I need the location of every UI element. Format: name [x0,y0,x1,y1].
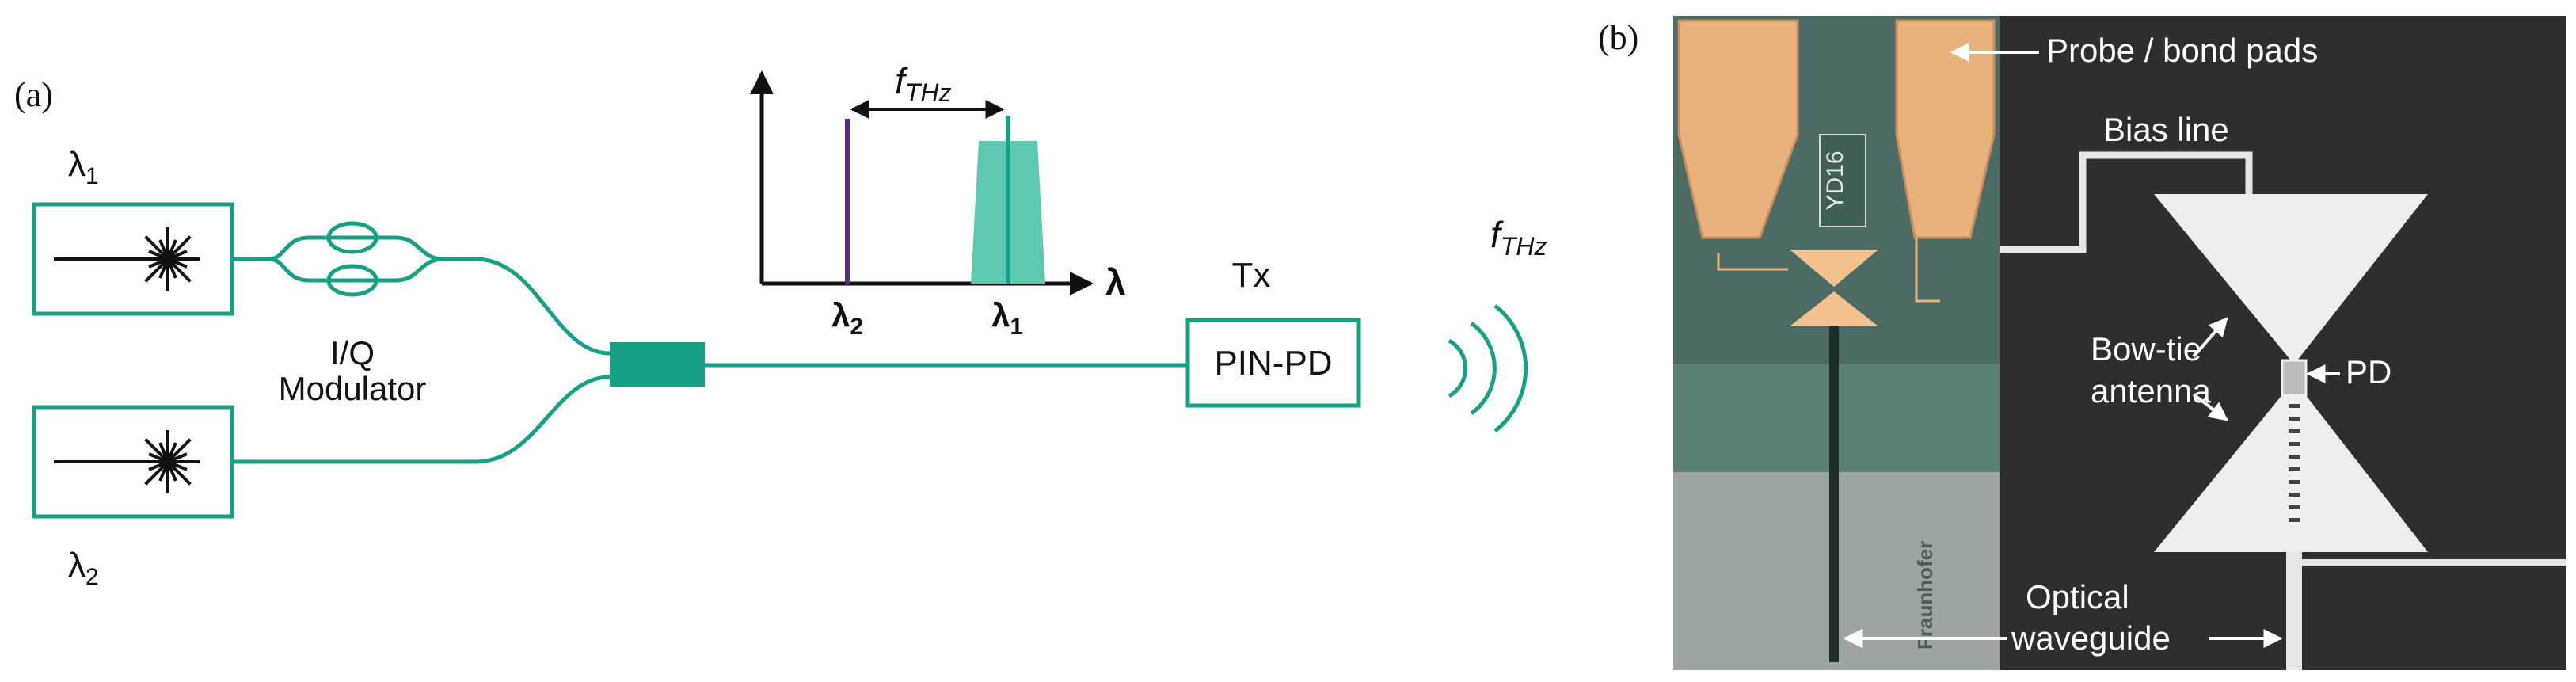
panel-a: (a) λ1 λ2 I/Q Mod [14,60,1547,590]
laser2-label: λ2 [68,546,99,590]
sem-waveguide-segment [2289,404,2300,408]
chip-marking-box [1819,134,1866,227]
sem-optical-waveguide [2286,552,2302,670]
sem-waveguide-segment [2289,455,2300,459]
sem-waveguide-segment [2289,467,2300,471]
spectrum-tick-lambda2: λ2 [831,296,863,340]
tx-label: Tx [1232,256,1271,295]
modulator-label-line2: Modulator [279,370,427,407]
bowtie-arrow-down [2192,393,2228,421]
micrograph-sem [2000,16,2566,670]
waveguide-label-line2: waveguide [2011,619,2171,657]
pin-pd-box [1185,318,1361,408]
fraunhofer-brand: Fraunhofer [1913,541,1937,650]
laser-core [160,454,176,470]
probe-pads-label: Probe / bond pads [2046,32,2318,69]
probe-pad-right [1895,19,1996,239]
panel-b: (b) YD16 Fraunhofer [1598,16,2566,670]
laser2-star-icon [136,430,200,493]
spectrum-axis-label: λ [1105,261,1126,303]
laser1-star-icon [136,227,200,291]
modulator-label-line1: I/Q [330,334,375,371]
bowtie-label-line1: Bow-tie [2091,330,2201,368]
thz-wave-icon [1448,304,1528,432]
thz-label: fTHz [1490,214,1547,261]
micrograph-optical: YD16 Fraunhofer [1673,16,2000,670]
spectrum-inset: fTHz λ λ2 λ1 [750,60,1126,340]
panel-a-label: (a) [14,75,53,114]
sem-bias-line [2000,151,2253,253]
sem-waveguide-segment [2289,480,2300,484]
sem-waveguide-segment [2289,493,2300,497]
sem-photodiode [2281,359,2308,397]
pin-pd-label: PIN-PD [1214,344,1332,383]
sem-waveguide-segment [2289,429,2300,433]
panel-b-label: (b) [1598,18,1638,57]
sem-bowtie-bottom [2154,380,2428,552]
panel-b-annotations: Probe / bond pads Bias line Bow-tie ante… [1843,32,2391,657]
small-bias-trace [1717,238,1940,303]
sem-waveguide-segment [2289,417,2300,421]
probe-pad-left [1677,19,1799,239]
laser-core [160,251,176,267]
spectrum-spacing-label: fTHz [895,60,951,107]
sem-waveguide-segment [2289,505,2300,509]
small-bowtie-top [1790,250,1878,287]
sem-waveguide-segment [2289,442,2300,446]
fiber-paths [232,221,1188,464]
sem-bowtie-top [2154,194,2428,364]
bowtie-arrow-up [2192,317,2228,358]
laser1-label: λ1 [68,145,99,189]
small-bowtie-bottom [1790,291,1878,326]
optical-waveguide-trace [1829,326,1839,662]
bowtie-label-line2: antenna [2091,372,2211,410]
bias-line-label: Bias line [2103,111,2229,148]
spectrum-tick-lambda1: λ1 [991,296,1023,340]
sem-waveguide-segment [2289,518,2300,522]
waveguide-label-line1: Optical [2026,578,2129,615]
pd-label: PD [2346,353,2391,391]
coupler [610,342,705,387]
chip-marking: YD16 [1822,150,1848,210]
